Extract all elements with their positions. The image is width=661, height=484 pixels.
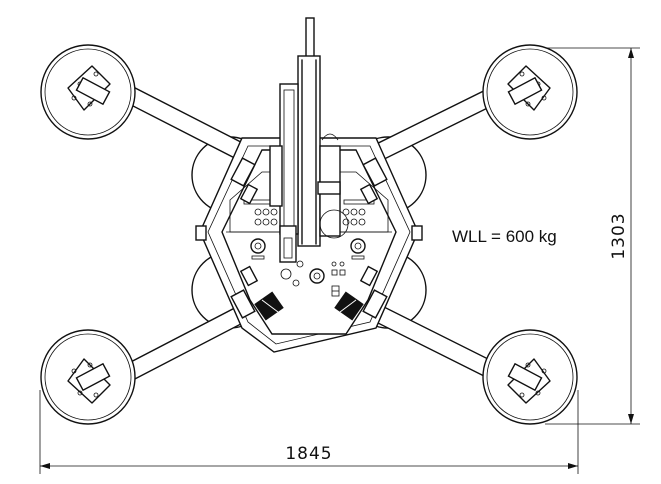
hose-fitting-right	[334, 291, 364, 321]
arm-brackets	[75, 76, 543, 392]
height-dimension-label: 1303	[609, 212, 629, 259]
button-cluster-right	[342, 199, 375, 226]
pump-assembly	[269, 17, 349, 263]
frame-details	[230, 157, 388, 321]
height-dimension: 1303	[528, 47, 640, 425]
button-cluster-left	[243, 199, 278, 226]
width-dimension-label: 1845	[285, 444, 332, 464]
hose-fitting-left	[254, 291, 284, 321]
width-dimension: 1845	[39, 390, 579, 474]
wll-label: WLL = 600 kg	[452, 227, 557, 246]
